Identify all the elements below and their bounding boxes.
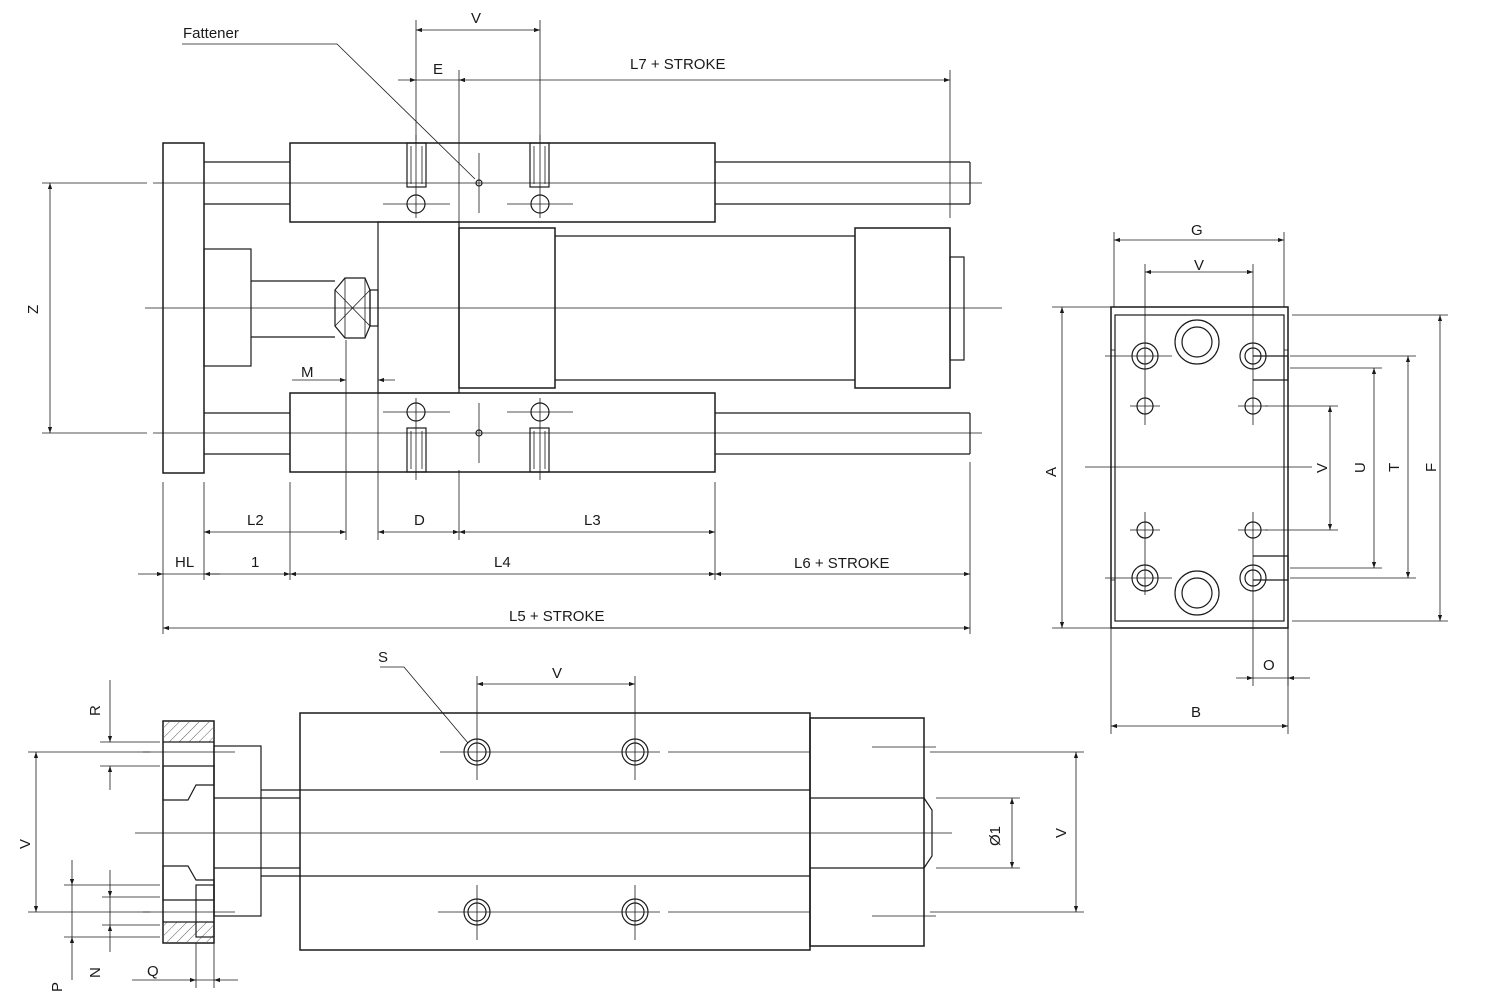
dim-g: G — [1191, 222, 1203, 239]
dim-o: O — [1263, 657, 1275, 674]
dim-1: 1 — [251, 554, 259, 571]
dim-n: N — [87, 967, 104, 978]
lower-guide-block — [289, 392, 716, 473]
dim-p: P — [49, 982, 66, 992]
dim-l2: L2 — [247, 512, 264, 529]
dim-v-right: V — [1314, 463, 1331, 473]
dim-d: D — [414, 512, 425, 529]
top-view: Fattener V E L7 + STROKE Z M — [25, 10, 1002, 634]
dim-f: F — [1423, 463, 1440, 472]
cylinder-body — [377, 221, 965, 394]
upper-fasteners — [383, 135, 573, 218]
dim-a: A — [1043, 467, 1060, 477]
dim-l4: L4 — [494, 554, 511, 571]
end-view-outline — [1110, 306, 1289, 629]
dim-s: S — [378, 649, 388, 666]
dim-v-end: V — [1194, 257, 1204, 274]
dim-v-front-right: V — [1053, 828, 1070, 838]
dim-z: Z — [25, 305, 42, 314]
dim-hl: HL — [175, 554, 194, 571]
dim-l7-stroke: L7 + STROKE — [630, 56, 725, 73]
dim-m: M — [301, 364, 314, 381]
dim-b: B — [1191, 704, 1201, 721]
dim-e: E — [433, 61, 443, 78]
lower-guide-rod — [204, 412, 971, 455]
dim-l6-stroke: L6 + STROKE — [794, 555, 889, 572]
front-body — [299, 712, 811, 951]
dim-v-left: V — [17, 839, 34, 849]
dim-r: R — [87, 705, 104, 716]
dim-v-front: V — [552, 665, 562, 682]
piston-rod — [203, 248, 379, 367]
dim-l5-stroke: L5 + STROKE — [509, 608, 604, 625]
dim-t: T — [1386, 463, 1403, 472]
upper-guide-block — [289, 142, 716, 223]
end-view: G V A V U T F O — [1043, 222, 1448, 734]
upper-guide-rod — [204, 161, 971, 205]
dim-d1: Ø1 — [987, 826, 1004, 846]
port-icon — [1174, 570, 1220, 616]
dim-u: U — [1352, 462, 1369, 473]
front-view: S V R V P N Q — [17, 649, 1084, 992]
dim-l3: L3 — [584, 512, 601, 529]
lower-fasteners — [383, 398, 573, 480]
fattener-label: Fattener — [183, 25, 239, 42]
port-icon — [1174, 319, 1220, 365]
dim-q: Q — [147, 963, 159, 980]
dim-v-top: V — [471, 10, 481, 27]
